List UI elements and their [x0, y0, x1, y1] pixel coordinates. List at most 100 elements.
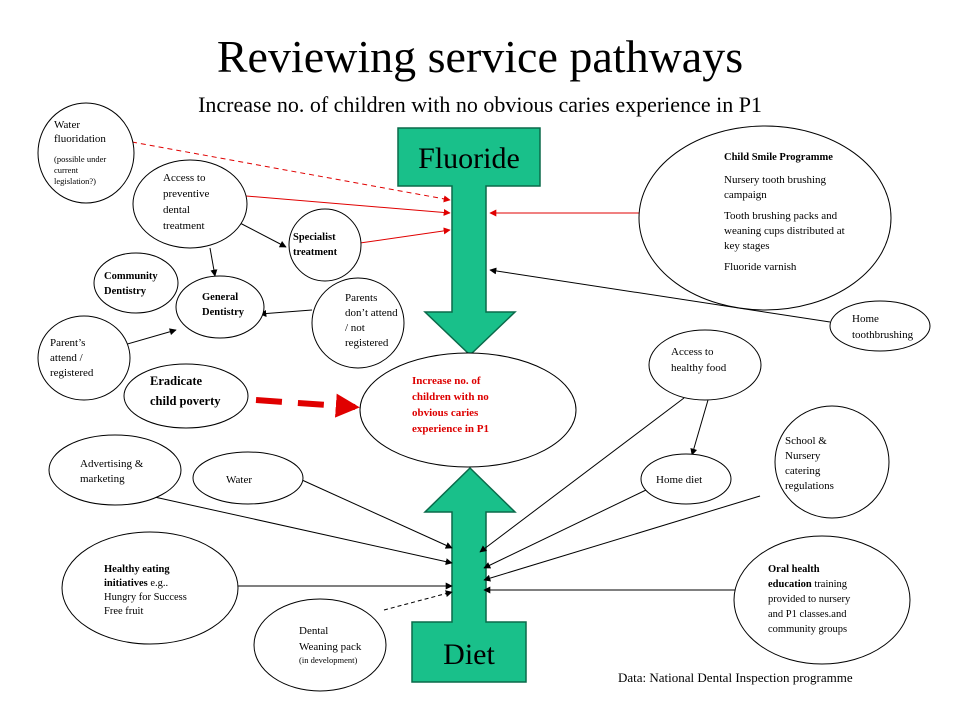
connector-home-diet: [483, 489, 647, 569]
node-text: Eradicate: [150, 374, 203, 388]
node-advertising: Advertising & marketing: [48, 434, 182, 506]
node-text: child poverty: [150, 394, 221, 408]
svg-text:General Dentistry: General Dentistry: [202, 292, 245, 318]
connector-eradicate-poverty: [255, 393, 360, 418]
node-text: education: [768, 579, 812, 590]
fluoride-connectors: [131, 141, 640, 418]
node-water-fluoridation: Water fluoridation (possible under curre…: [37, 102, 135, 204]
node-healthy-eating: Healthy eating initiatives e.g.. Hungry …: [61, 531, 239, 645]
node-text: Parents: [345, 292, 377, 304]
node-text: Specialist: [293, 232, 336, 243]
svg-text:Access to healthy food: Access to healthy food: [671, 346, 727, 374]
node-water: Water: [192, 451, 304, 505]
center-outcome-node: Increase no. of children with no obvious…: [359, 352, 577, 468]
fluoride-arrow: Fluoride: [397, 127, 541, 357]
node-text: community groups: [768, 624, 847, 635]
node-school-catering: School & Nursery catering regulations: [774, 405, 890, 519]
connector-to-home-diet: [690, 399, 709, 456]
svg-text:Eradicate child povert: Eradicate child poverty: [150, 374, 221, 408]
svg-text:Increase no. of children: Increase no. of children with no obvious…: [412, 375, 492, 435]
center-line: children with no: [412, 391, 489, 403]
node-text: dental: [163, 204, 190, 216]
node-text: Dentistry: [202, 307, 245, 318]
node-text: preventive: [163, 188, 210, 200]
node-dental-weaning: Dental Weaning pack (in development): [253, 598, 387, 692]
connector-parents-not-attend: [259, 309, 313, 318]
data-source-credit: Data: National Dental Inspection program…: [618, 670, 853, 685]
connector-water: [301, 479, 453, 549]
node-text: Nursery: [785, 450, 821, 462]
node-text: Access to: [671, 346, 714, 358]
node-text: Water: [226, 474, 252, 486]
node-text: regulations: [785, 480, 834, 492]
node-text: initiatives: [104, 578, 148, 589]
node-eradicate-poverty: Eradicate child poverty: [123, 363, 249, 429]
svg-text:Advertising & marketin: Advertising & marketing: [80, 458, 146, 485]
node-text: / not: [345, 322, 365, 334]
node-text: Advertising &: [80, 458, 144, 470]
svg-text:School & Nursery: School & Nursery catering regulations: [785, 435, 834, 492]
node-text: weaning cups distributed at: [724, 225, 845, 237]
node-text: Parent’s: [50, 337, 85, 349]
node-text: Fluoride varnish: [724, 261, 797, 273]
connector-to-general-dentistry: [209, 247, 218, 277]
connector-advertising: [149, 495, 453, 566]
connector-specialist: [359, 227, 451, 244]
connector-dental-weaning: [383, 590, 453, 611]
node-note: legislation?): [54, 176, 96, 186]
node-text: catering: [785, 465, 821, 477]
connector-to-specialist: [237, 221, 287, 248]
node-home-toothbrushing: Home toothbrushing: [829, 300, 931, 352]
connector-healthy-food: [479, 397, 685, 553]
node-oral-health: Oral health education training provided …: [733, 535, 911, 665]
node-access-healthy-food: Access to healthy food: [648, 329, 762, 401]
node-parents-not-attend: Parents don’t attend / not registered: [311, 277, 405, 369]
svg-text:Nursery tooth brushing: Nursery tooth brushing campaign Tooth br…: [724, 174, 847, 273]
node-text: Weaning pack: [299, 641, 362, 653]
page-title: Reviewing service pathways: [216, 31, 744, 82]
svg-text:Dental Weaning pack: Dental Weaning pack: [299, 625, 362, 653]
center-line: Increase no. of: [412, 375, 481, 387]
svg-text:Water fluoridation: Water fluoridation: [54, 119, 106, 145]
node-text: Home diet: [656, 474, 702, 486]
page-subtitle: Increase no. of children with no obvious…: [198, 92, 762, 117]
node-text: marketing: [80, 473, 125, 485]
node-text: don’t attend: [345, 307, 398, 319]
node-text: treatment: [163, 220, 205, 232]
node-text: Healthy eating: [104, 564, 170, 575]
connector-access-preventive: [245, 195, 451, 216]
nodes: Water fluoridation (possible under curre…: [37, 102, 931, 692]
node-text: campaign: [724, 189, 767, 201]
node-text: Oral health: [768, 564, 820, 575]
connector-home-toothbrushing: [489, 267, 831, 323]
node-general-dentistry: General Dentistry: [175, 275, 265, 339]
node-text: registered: [50, 367, 94, 379]
node-heading: Child Smile Programme: [724, 152, 833, 163]
node-text: Access to: [163, 172, 206, 184]
node-note: current: [54, 165, 79, 175]
node-text: Water: [54, 119, 80, 131]
node-text: toothbrushing: [852, 329, 914, 341]
svg-text:Parent’s attend /: Parent’s attend / registered: [50, 337, 94, 379]
svg-text:Community Dentistry: Community Dentistry: [104, 271, 160, 297]
svg-text:Home toothbrushing: Home toothbrushing: [852, 313, 914, 341]
svg-text:Healthy eating initiat: Healthy eating initiatives e.g.. Hungry …: [104, 564, 189, 617]
node-text: treatment: [293, 247, 338, 258]
node-text: Dental: [299, 625, 328, 637]
node-text: School &: [785, 435, 827, 447]
node-text: General: [202, 292, 238, 303]
center-line: experience in P1: [412, 423, 489, 435]
node-text: and P1 classes.and: [768, 609, 847, 620]
node-home-diet: Home diet: [640, 453, 732, 505]
node-text: key stages: [724, 240, 770, 252]
node-text: Nursery tooth brushing: [724, 174, 827, 186]
node-text: e.g..: [148, 578, 168, 589]
svg-text:(possible under curren: (possible under current legislation?): [54, 154, 108, 186]
node-text: registered: [345, 337, 389, 349]
node-specialist: Specialist treatment: [288, 208, 362, 282]
fluoride-label: Fluoride: [418, 142, 520, 175]
node-note: (in development): [299, 655, 357, 665]
node-access-preventive: Access to preventive dental treatment: [132, 159, 248, 249]
diet-label: Diet: [443, 638, 495, 671]
svg-text:Parents don’t attend: Parents don’t attend / not registered: [345, 292, 400, 349]
